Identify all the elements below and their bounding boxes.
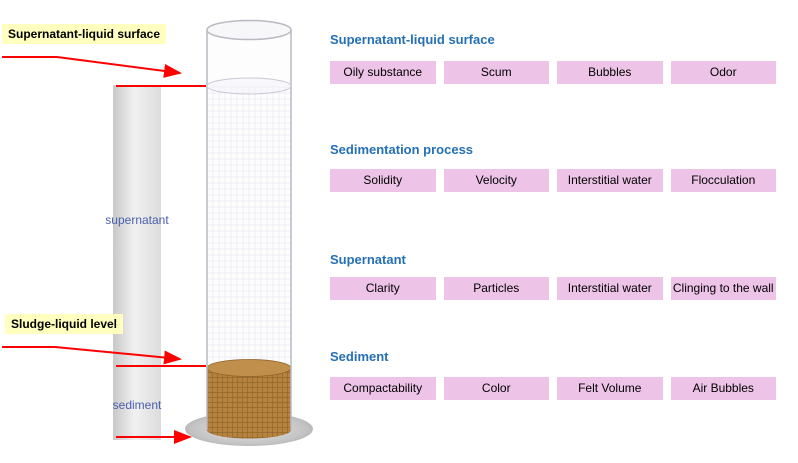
surface-arrow bbox=[56, 56, 182, 78]
box-row-process: Solidity Velocity Interstitial water Flo… bbox=[330, 169, 776, 192]
attribute-box: Clarity bbox=[330, 277, 436, 300]
attribute-box: Compactability bbox=[330, 377, 436, 400]
box-row-surface: Oily substance Scum Bubbles Odor bbox=[330, 61, 776, 84]
attribute-box: Felt Volume bbox=[557, 377, 663, 400]
sludge-arrow bbox=[54, 346, 182, 365]
attribute-box: Scum bbox=[443, 61, 549, 84]
sludge-level-label: Sludge-liquid level bbox=[5, 314, 124, 334]
attributes-panel: Supernatant-liquid surface Oily substanc… bbox=[330, 0, 776, 463]
attribute-box: Bubbles bbox=[557, 61, 663, 84]
attribute-box: Odor bbox=[670, 61, 776, 84]
attribute-box: Color bbox=[443, 377, 549, 400]
box-row-sediment: Compactability Color Felt Volume Air Bub… bbox=[330, 377, 776, 400]
section-heading-sedimentation-process: Sedimentation process bbox=[330, 142, 474, 157]
attribute-box: Velocity bbox=[443, 169, 549, 192]
attribute-box: Interstitial water bbox=[557, 277, 663, 300]
section-heading-supernatant-liquid-surface: Supernatant-liquid surface bbox=[330, 32, 495, 47]
annotation-arrows bbox=[2, 56, 206, 444]
supernatant-zone-label: supernatant bbox=[105, 213, 169, 227]
sediment-zone-label: sediment bbox=[112, 398, 162, 412]
attribute-box: Flocculation bbox=[670, 169, 776, 192]
section-heading-supernatant: Supernatant bbox=[330, 252, 406, 267]
attribute-box: Oily substance bbox=[330, 61, 436, 84]
box-row-supernatant: Clarity Particles Interstitial water Cli… bbox=[330, 277, 776, 300]
cylinder-opening bbox=[206, 19, 292, 41]
cylinder-diagram bbox=[2, 19, 313, 446]
sediment-layer bbox=[206, 359, 292, 439]
attribute-box: Air Bubbles bbox=[670, 377, 776, 400]
scale-bar bbox=[113, 85, 161, 440]
supernatant-liquid bbox=[207, 86, 291, 369]
attribute-box: Solidity bbox=[330, 169, 436, 192]
liquid-surface bbox=[206, 77, 292, 95]
test-cylinder bbox=[206, 19, 292, 439]
section-heading-sediment: Sediment bbox=[330, 349, 389, 364]
attribute-box: Clinging to the wall bbox=[670, 277, 776, 300]
attribute-box: Particles bbox=[443, 277, 549, 300]
attribute-box: Interstitial water bbox=[557, 169, 663, 192]
surface-label: Supernatant-liquid surface bbox=[2, 24, 167, 44]
